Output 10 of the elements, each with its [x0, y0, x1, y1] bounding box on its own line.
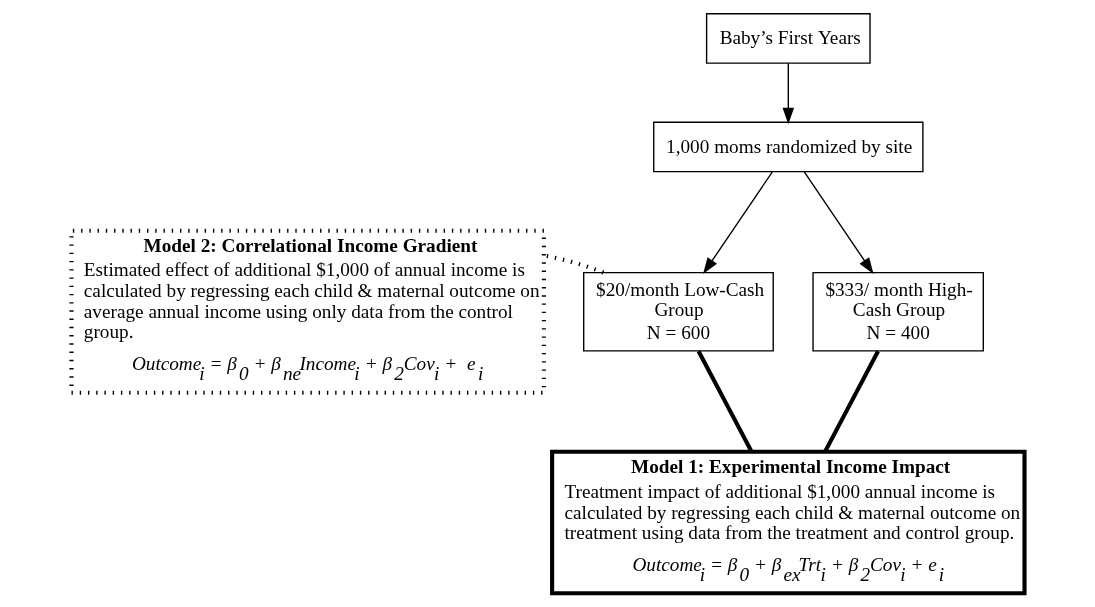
node-box: 1,000 moms randomized by site	[652, 121, 924, 173]
arrow	[803, 171, 874, 275]
node-box: Baby’s First Years	[705, 13, 871, 64]
node-box: $333/ month High-Cash Group N = 400	[811, 271, 984, 352]
arrow	[702, 171, 773, 275]
connector	[543, 253, 604, 275]
node-box: $20/month Low-Cash Group N = 600	[582, 271, 774, 352]
connector	[696, 350, 753, 453]
connector	[822, 350, 880, 453]
arrow	[782, 62, 794, 125]
